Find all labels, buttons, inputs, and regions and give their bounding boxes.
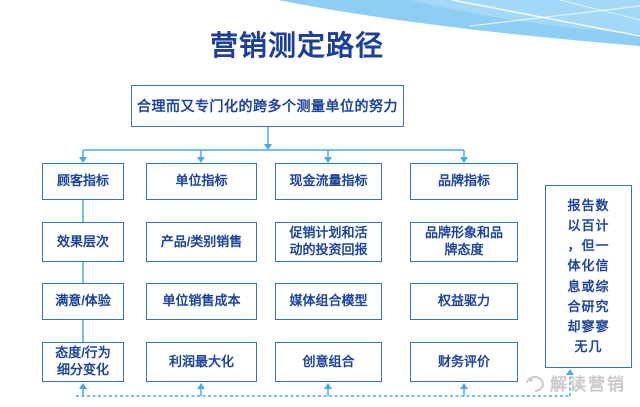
node-media-mix-model: 媒体组合模型 xyxy=(275,283,382,320)
watermark-text: 解读营销 xyxy=(550,374,626,394)
node-attitude-behavior-segmentation: 态度/行为 细分变化 xyxy=(42,342,124,382)
node-brand-metrics: 品牌指标 xyxy=(410,163,518,200)
watermark: 解读营销 xyxy=(524,369,640,395)
node-profit-maximization: 利润最大化 xyxy=(146,342,257,382)
node-promotion-roi: 促销计划和活 动的投资回报 xyxy=(275,222,382,262)
node-hierarchy-of-effects: 效果层次 xyxy=(42,222,124,262)
side-note-box: 报告数 以百计 ，但一 体化信 息或综 合研究 却寥寥 无几 xyxy=(545,185,632,368)
node-product-category-sales: 产品/类别销售 xyxy=(146,222,257,262)
node-customer-metrics: 顾客指标 xyxy=(42,163,124,200)
node-unit-sales-cost: 单位销售成本 xyxy=(146,283,257,320)
node-satisfaction-experience: 满意/体验 xyxy=(42,283,124,320)
node-creative-mix: 创意组合 xyxy=(275,342,382,382)
page-title: 营销测定路径 xyxy=(209,30,384,61)
node-brand-image-attitude: 品牌形象和品 牌态度 xyxy=(410,222,518,262)
node-unit-metrics: 单位指标 xyxy=(146,163,257,200)
node-financial-evaluation: 财务评价 xyxy=(410,342,518,382)
watermark-logo-icon xyxy=(526,376,544,392)
node-equity-drivers: 权益驱力 xyxy=(410,283,518,320)
node-cash-flow-metrics: 现金流量指标 xyxy=(275,163,382,200)
premise-box: 合理而又专门化的跨多个测量单位的努力 xyxy=(131,85,404,127)
